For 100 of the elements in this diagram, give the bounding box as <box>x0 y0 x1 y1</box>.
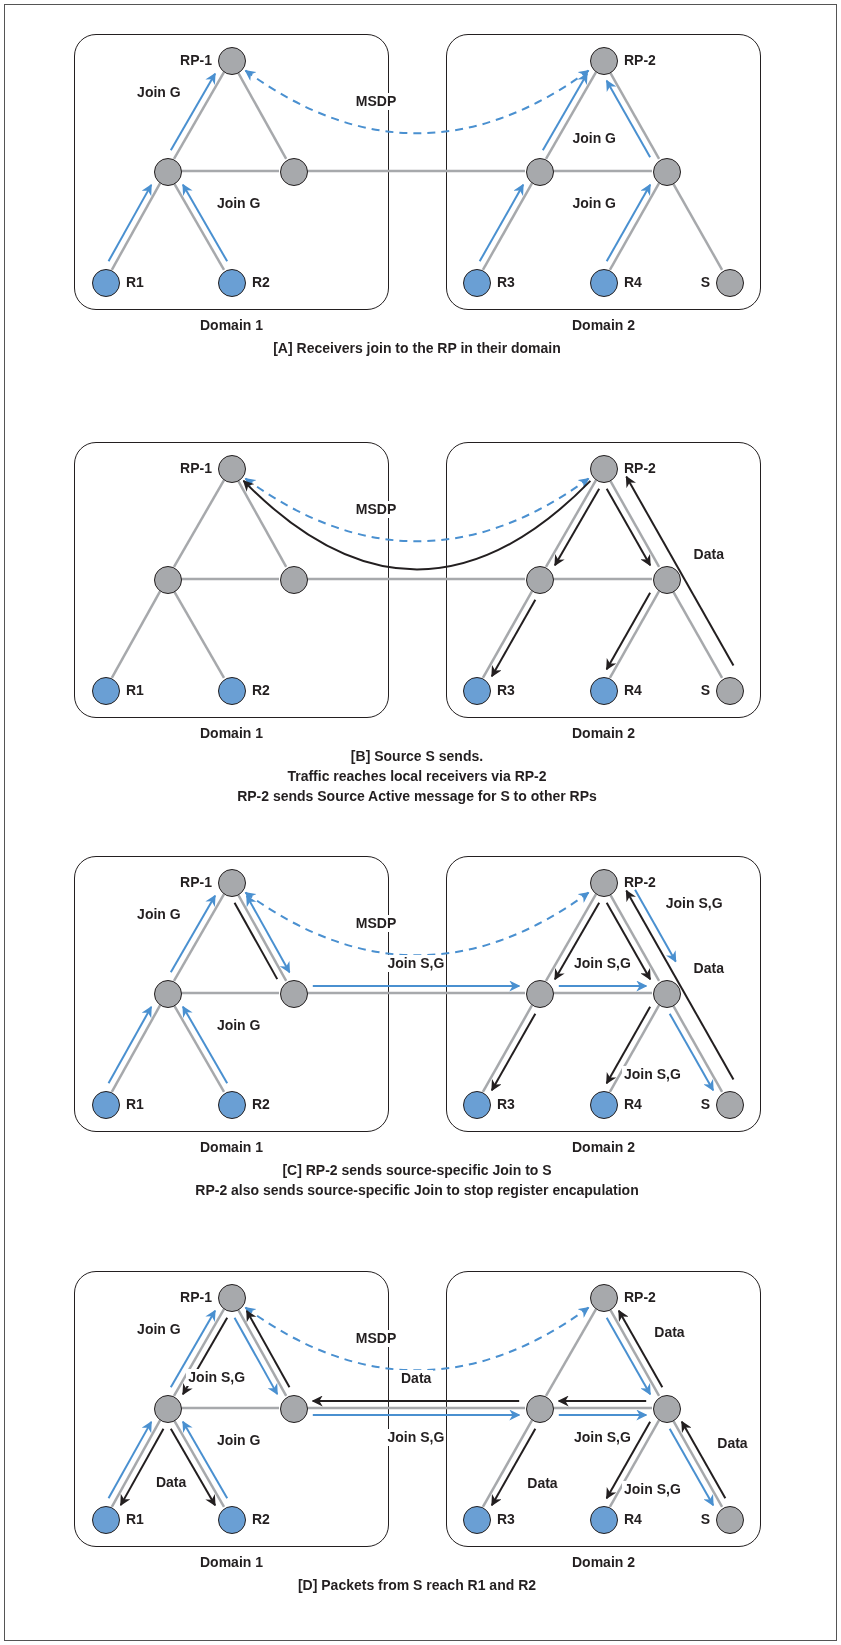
edge-label: Join S,G <box>622 1065 683 1083</box>
arrow <box>107 1005 153 1085</box>
arrow <box>557 1409 648 1421</box>
router-node <box>218 1091 246 1119</box>
router-node <box>716 1506 744 1534</box>
router-node <box>716 269 744 297</box>
router-node <box>526 1395 554 1423</box>
link-line <box>553 1406 652 1410</box>
domain-label: Domain 1 <box>200 725 263 742</box>
edge-label: Join S,G <box>572 955 633 972</box>
link-line <box>110 182 162 271</box>
arrow <box>634 888 677 963</box>
link-line <box>544 479 598 568</box>
router-node <box>590 1284 618 1312</box>
link-line <box>608 1308 661 1397</box>
node-label: RP-1 <box>180 1289 212 1306</box>
arrow <box>605 1316 652 1396</box>
router-node <box>463 1091 491 1119</box>
edge-label: MSDP <box>353 500 399 518</box>
router-node <box>653 566 681 594</box>
router-node <box>280 980 308 1008</box>
arrow <box>605 901 652 981</box>
router-node <box>526 566 554 594</box>
arrow <box>605 1005 652 1085</box>
link-line <box>671 1004 724 1093</box>
caption-line: Traffic reaches local receivers via RP-2 <box>287 768 547 785</box>
link-line <box>172 479 226 568</box>
node-label: R3 <box>497 1511 515 1528</box>
arrow <box>605 79 652 159</box>
router-node <box>280 158 308 186</box>
link-line <box>553 169 652 173</box>
router-node <box>92 677 120 705</box>
domain-label: Domain 2 <box>572 725 635 742</box>
arrow <box>119 1427 165 1507</box>
arrow <box>233 1316 279 1396</box>
domain-label: Domain 2 <box>572 1139 635 1156</box>
router-node <box>218 677 246 705</box>
arrow <box>605 591 652 671</box>
arrow <box>107 183 153 263</box>
link-line <box>172 71 226 160</box>
node-label: R2 <box>252 682 270 699</box>
link-line <box>236 1308 288 1397</box>
link-line <box>236 893 288 982</box>
edge-label: Join S,G <box>385 1429 447 1446</box>
link-line <box>481 1419 534 1508</box>
arrow <box>311 980 521 992</box>
link-line <box>671 590 724 679</box>
dashed-arrow <box>244 1306 590 1372</box>
link-line <box>236 479 288 568</box>
router-node <box>716 1091 744 1119</box>
router-node <box>526 158 554 186</box>
arrow <box>680 1420 727 1500</box>
link-line <box>481 1004 534 1093</box>
router-node <box>590 47 618 75</box>
arrow <box>605 487 652 567</box>
router-node <box>218 455 246 483</box>
link-line <box>110 1004 162 1093</box>
edge-label: MSDP <box>353 1329 399 1347</box>
link-line <box>181 577 279 581</box>
router-node <box>218 269 246 297</box>
arrow <box>605 183 652 263</box>
arrow <box>169 72 217 152</box>
link-line <box>544 893 598 982</box>
dashed-arrow <box>244 69 590 135</box>
router-node <box>280 1395 308 1423</box>
node-label: R4 <box>624 274 642 291</box>
link-line <box>481 182 534 271</box>
node-label: R2 <box>252 1096 270 1113</box>
link-line <box>236 71 288 160</box>
caption-line: RP-2 sends Source Active message for S to other RPs <box>237 788 597 805</box>
link-line <box>608 1004 661 1093</box>
node-label: RP-2 <box>624 52 656 69</box>
arrow <box>541 72 589 152</box>
router-node <box>463 1506 491 1534</box>
arrow <box>169 1309 217 1389</box>
arrow <box>169 1427 217 1507</box>
domain-label: Domain 2 <box>572 317 635 334</box>
link-line <box>233 901 279 981</box>
arrow <box>107 1420 153 1500</box>
arrow <box>553 487 601 567</box>
arrow <box>553 901 601 981</box>
arrow <box>557 980 648 992</box>
arrow <box>311 1409 521 1421</box>
router-node <box>154 158 182 186</box>
arrow <box>625 475 735 667</box>
caption-line: [C] RP-2 sends source-specific Join to S <box>282 1162 552 1179</box>
link-line <box>181 1406 279 1410</box>
router-node <box>590 1506 618 1534</box>
edge-label: Join S,G <box>622 1480 683 1498</box>
router-node <box>526 980 554 1008</box>
arrow <box>478 183 525 263</box>
link-line <box>671 182 724 271</box>
arrow <box>490 598 537 678</box>
node-label: R3 <box>497 1096 515 1113</box>
node-label: R2 <box>252 274 270 291</box>
router-node <box>280 566 308 594</box>
caption-line: [A] Receivers join to the RP in their domain <box>273 340 561 357</box>
link-line <box>608 1419 661 1508</box>
domain-label: Domain 1 <box>200 317 263 334</box>
dashed-arrow <box>244 477 590 543</box>
